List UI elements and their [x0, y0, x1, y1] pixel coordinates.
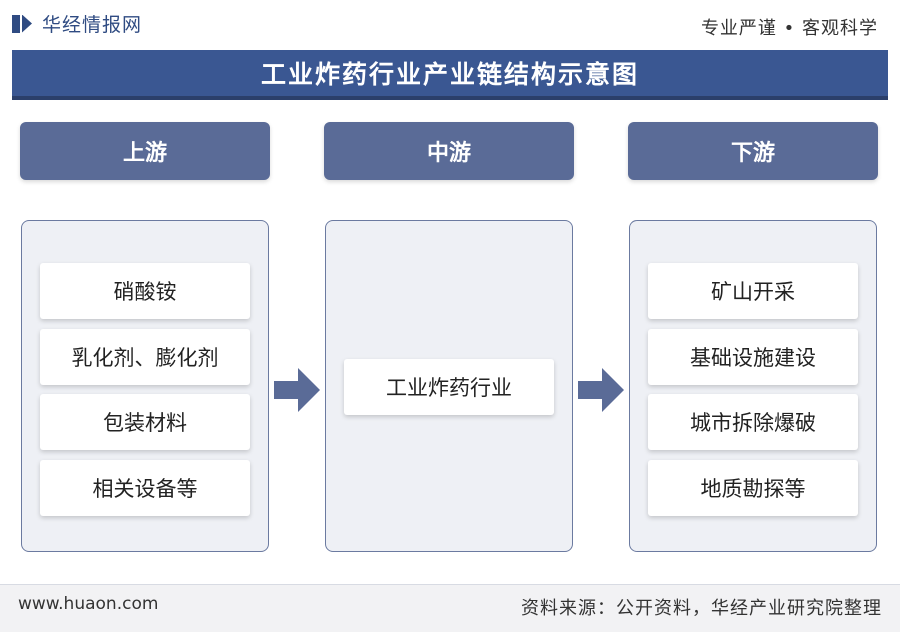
footer-url-link[interactable]: www.huaon.com: [18, 594, 159, 614]
upstream-item: 相关设备等: [40, 460, 250, 516]
logo[interactable]: 华经情报网: [12, 10, 142, 37]
motto: 专业严谨 • 客观科学: [700, 18, 878, 39]
downstream-item: 城市拆除爆破: [648, 394, 858, 450]
footer: www.huaon.com 资料来源：公开资料，华经产业研究院整理: [0, 584, 900, 632]
panel-downstream: 矿山开采 基础设施建设 城市拆除爆破 地质勘探等: [629, 220, 877, 552]
logo-icon: [12, 13, 34, 35]
footer-divider: [0, 584, 900, 585]
stage-header-midstream: 中游: [324, 122, 574, 180]
midstream-item: 工业炸药行业: [344, 359, 554, 415]
upstream-item: 包装材料: [40, 394, 250, 450]
downstream-item: 地质勘探等: [648, 460, 858, 516]
logo-text: 华经情报网: [42, 14, 143, 36]
panel-midstream: 工业炸药行业: [325, 220, 573, 552]
downstream-item: 矿山开采: [648, 263, 858, 319]
panel-upstream: 硝酸铵 乳化剂、膨化剂 包装材料 相关设备等: [21, 220, 269, 552]
upstream-item: 硝酸铵: [40, 263, 250, 319]
header: 华经情报网 专业严谨 • 客观科学: [0, 0, 900, 46]
downstream-item: 基础设施建设: [648, 329, 858, 385]
page-title: 工业炸药行业产业链结构示意图: [260, 60, 639, 89]
stage-header-downstream: 下游: [628, 122, 878, 180]
source-note: 资料来源：公开资料，华经产业研究院整理: [521, 598, 882, 619]
title-bar-shadow: [12, 96, 888, 100]
upstream-item: 乳化剂、膨化剂: [40, 329, 250, 385]
stage-header-upstream: 上游: [20, 122, 270, 180]
arrow-right-icon: [578, 368, 624, 412]
arrow-right-icon: [274, 368, 320, 412]
title-bar: 工业炸药行业产业链结构示意图: [12, 50, 888, 96]
